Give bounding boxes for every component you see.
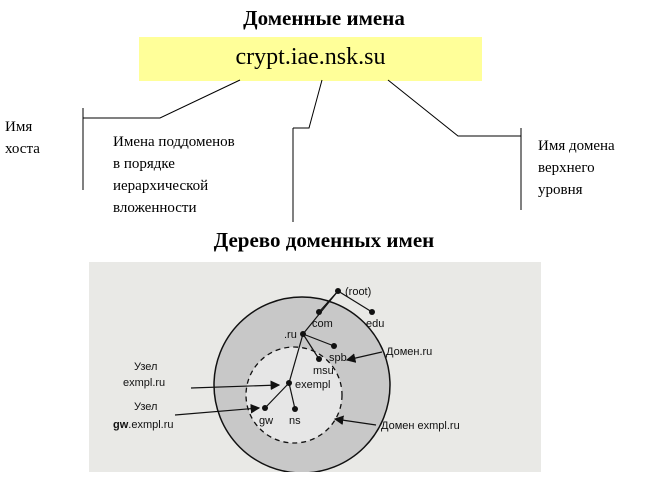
ns-node (292, 406, 298, 412)
domain-exmpl-circle (245, 346, 343, 444)
node-exmpl-label-1: Узел (134, 361, 157, 373)
domain-tree-figure: (root) com edu .ru spb msu exempl gw ns … (89, 262, 541, 472)
toplevel-connector-line (387, 79, 521, 137)
com-label: com (312, 318, 333, 330)
ns-label: ns (289, 415, 301, 427)
host-connector-line (83, 79, 241, 119)
subdomains-label-line-2: в порядке (113, 156, 175, 172)
top-level-label-line-2: верхнего (538, 160, 595, 176)
node-gw-label-2: gw.exmpl.ru (113, 419, 174, 431)
root-node (335, 288, 341, 294)
com-node (316, 309, 322, 315)
host-label-line-2: хоста (5, 141, 40, 157)
subdomains-label-line-1: Имена поддоменов (113, 134, 235, 150)
subdomains-label-line-3: иерархической (113, 178, 209, 194)
root-label: (root) (345, 286, 371, 298)
spb-node (331, 343, 337, 349)
node-gw-label-1: Узел (134, 401, 157, 413)
gw-label: gw (259, 415, 273, 427)
top-level-label-line-1: Имя домена (538, 138, 615, 154)
subdomains-label-line-4: вложенности (113, 200, 197, 216)
host-label-line-1: Имя (5, 119, 33, 135)
ru-label: .ru (284, 329, 297, 341)
subdomain-connector-line (293, 79, 323, 129)
arrow-node-exmpl (190, 380, 281, 391)
top-level-label-line-3: уровня (538, 182, 583, 198)
tree-nodes (262, 288, 375, 412)
subdomains-label: Имена поддоменов в порядке иерархической… (113, 131, 235, 219)
gw-node (262, 405, 268, 411)
node-exmpl-label-2: exmpl.ru (123, 377, 165, 389)
spb-label: spb (329, 352, 347, 364)
exempl-node (286, 380, 292, 386)
msu-node (316, 356, 322, 362)
edu-label: edu (366, 318, 384, 330)
title-domain-tree: Дерево доменных имен (213, 228, 435, 252)
msu-label: msu (313, 365, 334, 377)
domain-highlight-box (139, 37, 482, 81)
domain-ru-label: Домен.ru (386, 346, 432, 358)
title-domain-names: Доменные имена (243, 6, 405, 30)
domain-exmpl-label: Домен exmpl.ru (381, 420, 460, 432)
edu-node (369, 309, 375, 315)
arrow-domain-ru (345, 351, 383, 363)
domain-example: crypt.iae.nsk.su (235, 44, 386, 70)
exempl-label: exempl (295, 379, 330, 391)
arrow-node-gw (174, 403, 261, 416)
ru-node (300, 331, 306, 337)
arrow-domain-exmpl (333, 415, 377, 426)
host-name-label: Имя хоста (5, 116, 40, 160)
top-level-domain-label: Имя домена верхнего уровня (538, 135, 615, 201)
